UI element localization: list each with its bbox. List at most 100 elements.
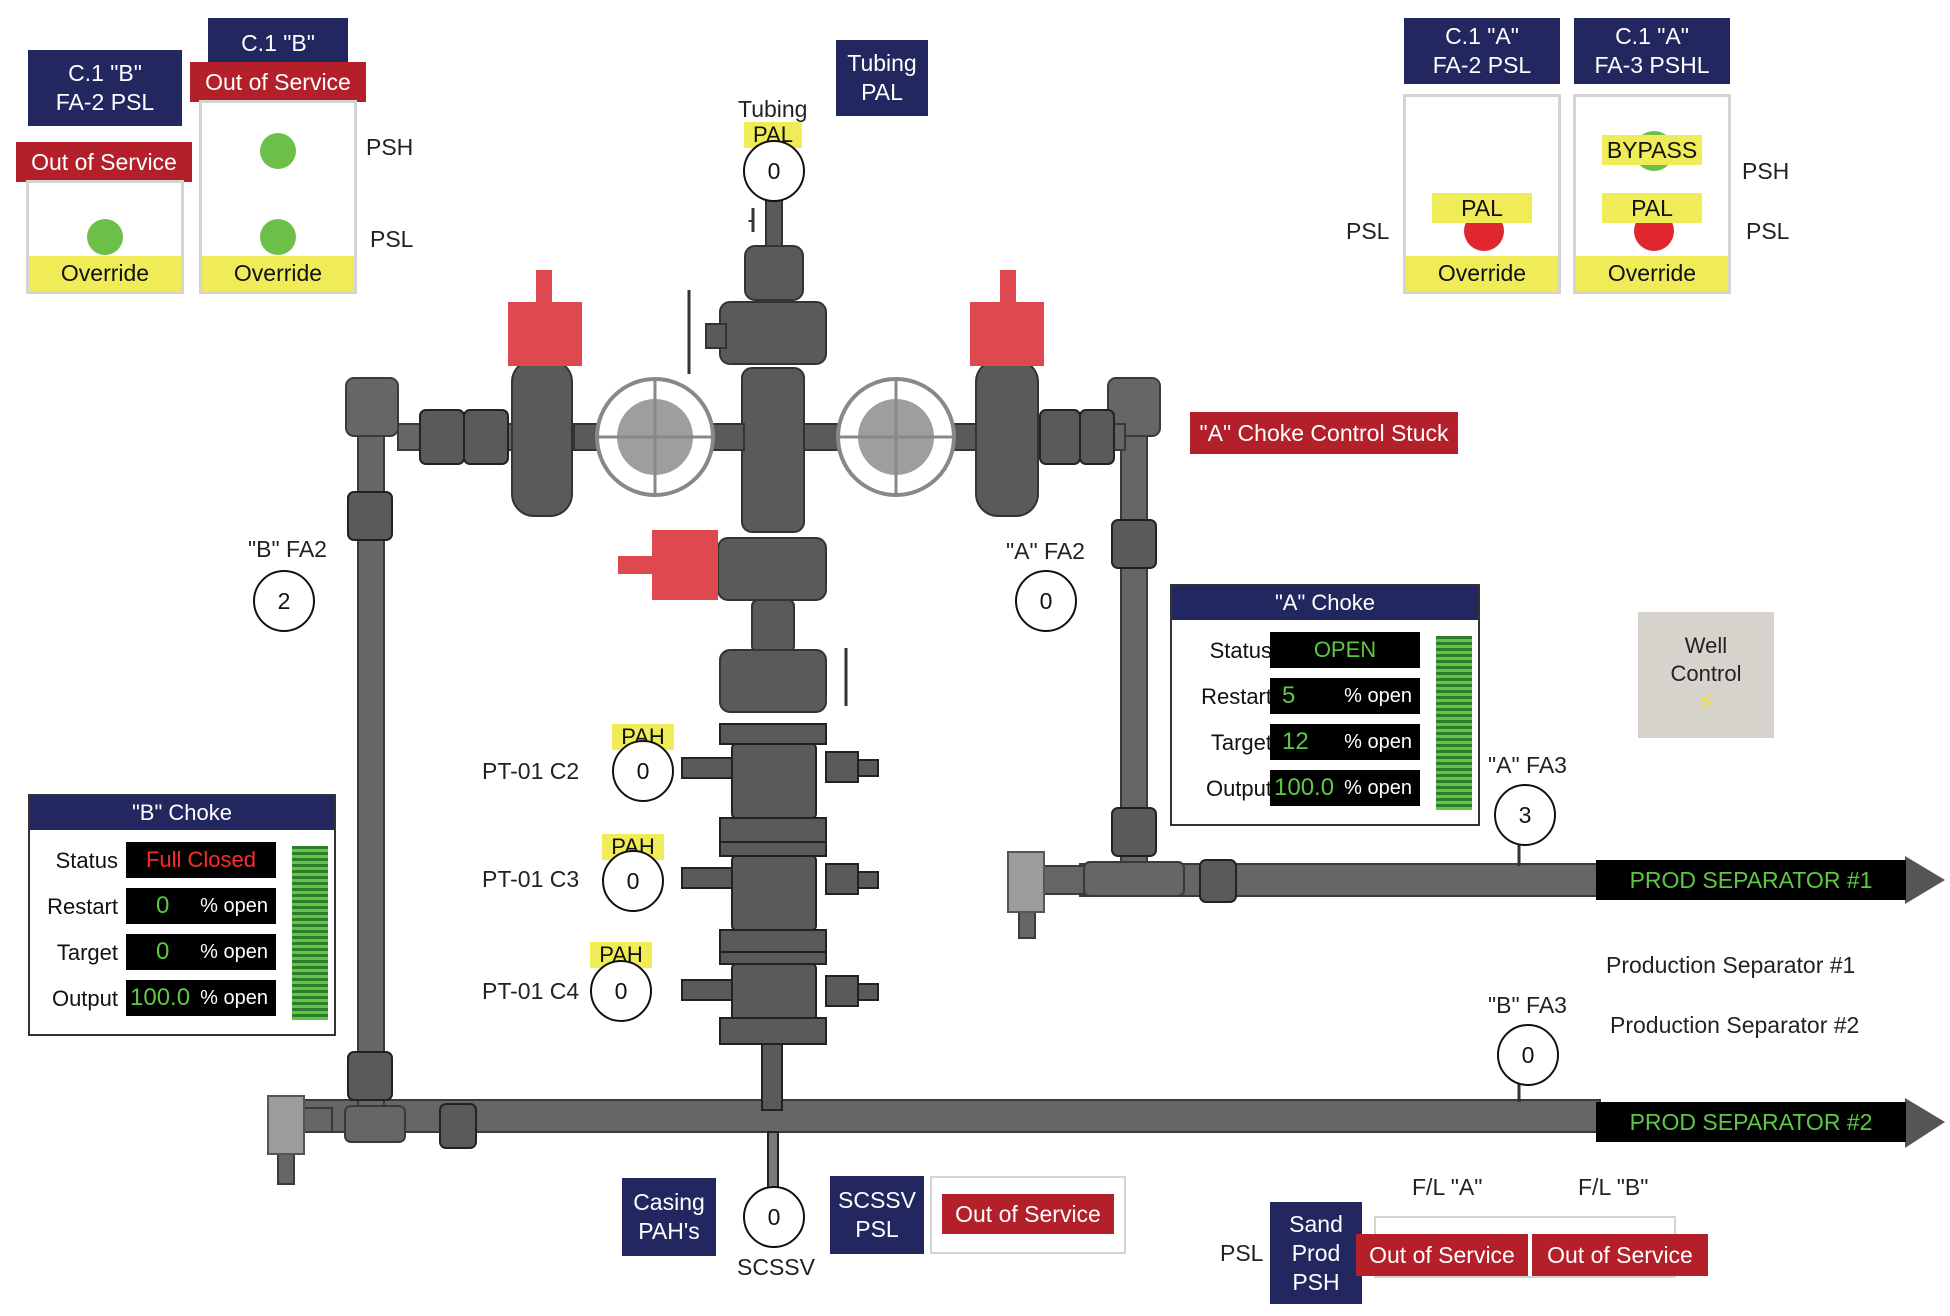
a-flowline-vertical: [1120, 409, 1148, 871]
b-choke-output-bar: [292, 846, 328, 1020]
a-choke-status-label: Status: [1209, 638, 1272, 663]
b-fa3-gauge-label: "B" FA3: [1488, 992, 1567, 1018]
fl-a-label: F/L "A": [1412, 1174, 1483, 1200]
a-fa2-gauge[interactable]: 0: [1015, 570, 1077, 632]
sand-prod-line3: PSH: [1292, 1268, 1340, 1295]
a-choke-handwheel: [836, 377, 956, 497]
b-fa2-psl-override[interactable]: Override: [29, 256, 181, 291]
a-fa3-pshl-title-line1: C.1 "A": [1615, 23, 1689, 49]
prod-separator-2-button[interactable]: PROD SEPARATOR #2: [1596, 1102, 1906, 1142]
a-choke-restart-label: Restart: [1201, 684, 1272, 709]
b-choke-output-unit: % open: [200, 986, 268, 1009]
separator-2-arrow: [1905, 1098, 1945, 1148]
tubing-pal-box-line2: PAL: [861, 79, 903, 105]
b-choke-output-label: Output: [51, 986, 118, 1011]
casing-spool-c3: [731, 855, 817, 931]
fl-b-out-of-service[interactable]: Out of Service: [1532, 1234, 1708, 1276]
a-choke-status-value: OPEN: [1270, 632, 1420, 668]
a-fa3-pal-tag: PAL: [1602, 193, 1702, 223]
b-choke-title: "B" Choke: [30, 796, 334, 830]
fl-a-out-of-service[interactable]: Out of Service: [1356, 1234, 1528, 1276]
casing-spool-c2: [731, 743, 817, 819]
pt-c3-label: PT-01 C3: [482, 866, 580, 892]
b-fa2-gauge-label: "B" FA2: [248, 536, 327, 562]
pt-c4-label: PT-01 C4: [482, 978, 580, 1004]
master-valve-lower: [719, 649, 827, 713]
b-fa2-psl-out-of-service[interactable]: Out of Service: [16, 142, 192, 182]
b-fa2-gauge[interactable]: 2: [253, 570, 315, 632]
a-fa2-psl-title-line1: C.1 "A": [1445, 23, 1519, 49]
pt-c3-gauge[interactable]: 0: [602, 850, 664, 912]
well-control-line2: Control: [1670, 661, 1742, 686]
master-actuator: [652, 530, 718, 600]
scssv-gauge[interactable]: 0: [743, 1186, 805, 1248]
b-end-valve: [267, 1095, 305, 1155]
b-fa2-pshl-override[interactable]: Override: [202, 256, 354, 291]
b-psl-label: PSL: [370, 226, 414, 252]
sand-prod-line2: Prod: [1291, 1239, 1341, 1266]
b-choke-status-value: Full Closed: [126, 842, 276, 878]
pt-c4-gauge[interactable]: 0: [590, 960, 652, 1022]
b-choke-restart-unit: % open: [200, 894, 268, 917]
b-wing-actuator: [508, 302, 582, 366]
a-fa2-pal-tag: PAL: [1432, 193, 1532, 223]
a-fa2-psl-label: PSL: [1346, 218, 1390, 244]
a-fa2-psl-override[interactable]: Override: [1406, 256, 1558, 291]
well-control-button[interactable]: Well Control ⚡: [1638, 612, 1774, 738]
tubing-pressure-gauge[interactable]: 0: [743, 140, 805, 202]
a-choke-restart-unit: % open: [1344, 684, 1412, 707]
a-choke-output-bar: [1436, 636, 1472, 810]
b-choke-target-unit: % open: [200, 940, 268, 963]
master-valve-upper: [717, 537, 827, 601]
prod-separator-1-button[interactable]: PROD SEPARATOR #1: [1596, 860, 1906, 900]
a-fa3-bypass-tag[interactable]: BYPASS: [1602, 135, 1702, 165]
a-choke-restart-field[interactable]: 5 % open: [1270, 678, 1420, 714]
b-choke-output-bar-fill: [292, 846, 328, 1020]
a-choke-output-unit: % open: [1344, 776, 1412, 799]
casing-pahs-line2: PAH's: [638, 1218, 700, 1244]
b-psh-label: PSH: [366, 134, 414, 160]
separator-2-flowline: [299, 1099, 1601, 1133]
a-fa2-psl-title: C.1 "A" FA-2 PSL: [1404, 18, 1560, 84]
swab-valve-body: [719, 301, 827, 365]
fl-b-label: F/L "B": [1578, 1174, 1649, 1200]
a-fa3-gauge[interactable]: 3: [1494, 784, 1556, 846]
b-choke-output-field: 100.0 % open: [126, 980, 276, 1016]
a-fa3-pshl-override[interactable]: Override: [1576, 256, 1728, 291]
b-fa2-pshl-title: C.1 "B": [208, 18, 348, 68]
b-choke-restart-label: Restart: [47, 894, 118, 919]
b-choke-panel: "B" Choke Status Full Closed Restart 0 %…: [28, 794, 336, 1036]
b-choke-target-field[interactable]: 0 % open: [126, 934, 276, 970]
b-wing-valve-body: [511, 359, 573, 517]
b-fa2-pshl-title-text: C.1 "B": [241, 29, 315, 56]
b-fa2-psl-indicator: [87, 219, 123, 255]
b-choke-target-label: Target: [56, 940, 118, 965]
b-psl-indicator: [260, 219, 296, 255]
pt-c2-gauge[interactable]: 0: [612, 740, 674, 802]
casing-pahs-line1: Casing: [633, 1189, 705, 1215]
a-fa2-psl-title-line2: FA-2 PSL: [1432, 52, 1532, 78]
a-choke-stuck-alarm[interactable]: "A" Choke Control Stuck: [1190, 412, 1458, 454]
scssv-psl-line2: PSL: [855, 1216, 899, 1242]
a-choke-panel: "A" Choke Status OPEN Restart 5 % open T…: [1170, 584, 1480, 826]
a-choke-target-label: Target: [1210, 730, 1272, 755]
b-choke-restart-value: 0: [156, 892, 170, 919]
a-choke-output-value: 100.0: [1274, 774, 1335, 801]
master-tee-body: [741, 367, 805, 533]
a-psh-label: PSH: [1742, 158, 1790, 184]
a-fa3-pshl-title: C.1 "A" FA-3 PSHL: [1574, 18, 1730, 84]
a-choke-target-unit: % open: [1344, 730, 1412, 753]
production-separator-1-label: Production Separator #1: [1606, 952, 1856, 978]
a-wing-valve-body: [975, 359, 1039, 517]
a-choke-target-field[interactable]: 12 % open: [1270, 724, 1420, 760]
sand-prod-psh-box: Sand Prod PSH: [1270, 1202, 1362, 1304]
a-fa2-gauge-label: "A" FA2: [1006, 538, 1085, 564]
a-fa3-gauge-label: "A" FA3: [1488, 752, 1567, 778]
lightning-icon: ⚡: [1696, 687, 1716, 718]
b-choke-restart-field[interactable]: 0 % open: [126, 888, 276, 924]
b-fa2-pshl-out-of-service[interactable]: Out of Service: [190, 62, 366, 102]
scssv-psl-out-of-service[interactable]: Out of Service: [942, 1194, 1114, 1234]
b-fa3-gauge[interactable]: 0: [1497, 1024, 1559, 1086]
